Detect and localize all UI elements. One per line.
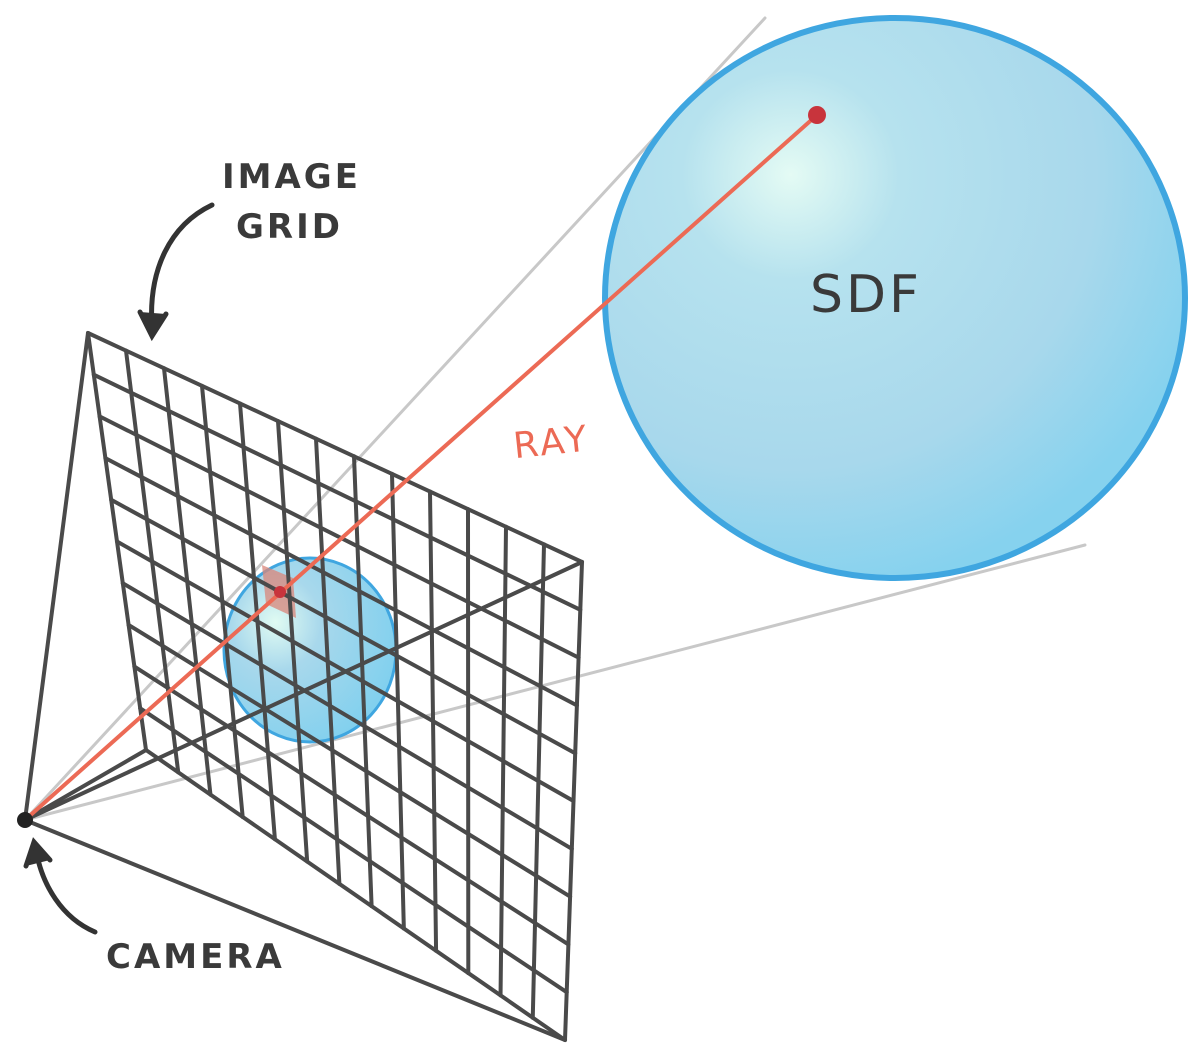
grid-row-line	[120, 581, 574, 851]
grid-row-line	[144, 748, 567, 1042]
image-grid-label-line1: IMAGE	[222, 157, 361, 197]
grid-row-line	[132, 664, 571, 947]
camera-arrow-icon	[23, 837, 98, 935]
ray-line	[23, 113, 819, 822]
view-frustum-lines	[23, 16, 1087, 822]
grid-row-line	[115, 539, 576, 803]
grid-row-line	[109, 497, 578, 756]
image-grid	[23, 331, 584, 1042]
sdf-label: SDF	[810, 265, 922, 325]
camera-to-corner-line	[23, 331, 90, 822]
grid-row-line	[103, 456, 579, 708]
frustum-edge-top	[23, 16, 767, 822]
sdf-sphere	[602, 15, 1188, 581]
grid-row-line	[91, 372, 583, 612]
camera-label: CAMERA	[106, 937, 285, 977]
pixel-hit-point	[274, 586, 286, 598]
frustum-edge-bottom	[23, 543, 1087, 822]
grid-row-line	[126, 622, 573, 899]
grid-row-line	[138, 706, 569, 995]
camera-to-corner-line	[23, 748, 148, 822]
image-grid-arrow-icon	[137, 202, 215, 342]
sdf-hit-point	[808, 106, 826, 124]
camera-to-corner-line	[23, 818, 567, 1042]
camera-point	[17, 812, 33, 828]
grid-row-line	[86, 331, 584, 564]
grid-row-line	[97, 414, 581, 660]
image-grid-label-line2: GRID	[236, 207, 343, 247]
ray-label: RAY	[511, 418, 591, 467]
